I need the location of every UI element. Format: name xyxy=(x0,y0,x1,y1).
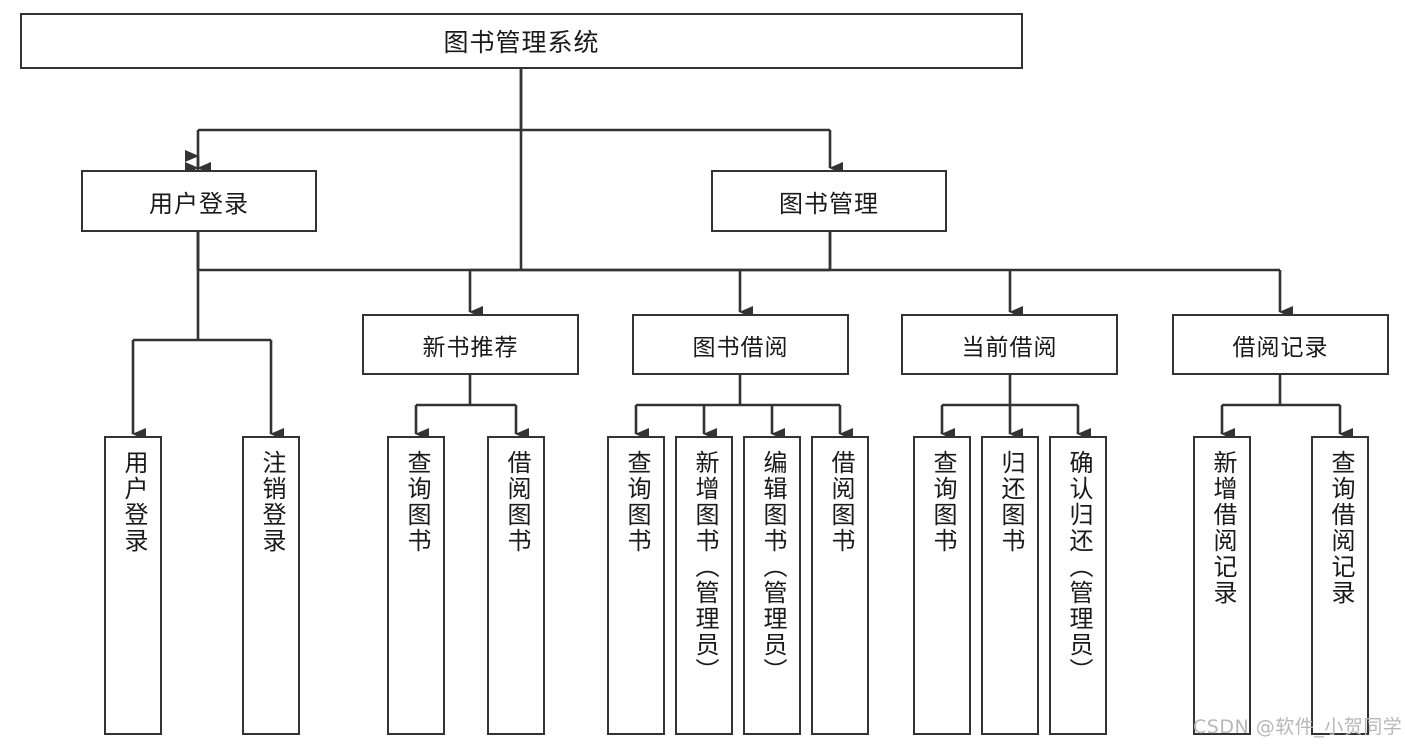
watermark: CSDN @软件_小贺同学 xyxy=(1193,716,1403,738)
node-leaf-confirm-return-label: 确认归还（管理员） xyxy=(1064,450,1093,684)
node-leaf-query-book-2-label: 查询图书 xyxy=(622,450,651,554)
node-leaf-return-book-label: 归还图书 xyxy=(996,450,1025,554)
node-leaf-query-book-3[interactable]: 查询图书 xyxy=(913,436,971,735)
node-current-borrow-label: 当前借阅 xyxy=(961,334,1058,361)
node-leaf-borrow-book-2-label: 借阅图书 xyxy=(826,450,855,554)
node-new-book-recommend[interactable]: 新书推荐 xyxy=(362,314,579,375)
node-book-manage-label: 图书管理 xyxy=(779,189,879,218)
node-root[interactable]: 图书管理系统 xyxy=(20,13,1023,69)
node-current-borrow[interactable]: 当前借阅 xyxy=(901,314,1118,375)
node-leaf-add-record[interactable]: 新增借阅记录 xyxy=(1193,436,1251,735)
node-leaf-add-book[interactable]: 新增图书（管理员） xyxy=(675,436,733,735)
node-borrow-record[interactable]: 借阅记录 xyxy=(1172,314,1389,375)
node-leaf-add-book-label: 新增图书（管理员） xyxy=(690,450,719,684)
node-leaf-query-book-3-label: 查询图书 xyxy=(928,450,957,554)
node-leaf-query-book-1[interactable]: 查询图书 xyxy=(387,436,445,735)
node-leaf-query-book-2[interactable]: 查询图书 xyxy=(607,436,665,735)
node-leaf-return-book[interactable]: 归还图书 xyxy=(981,436,1039,735)
node-root-label: 图书管理系统 xyxy=(443,28,600,57)
node-leaf-borrow-book-2[interactable]: 借阅图书 xyxy=(811,436,869,735)
node-leaf-edit-book-label: 编辑图书（管理员） xyxy=(758,450,787,684)
node-leaf-confirm-return[interactable]: 确认归还（管理员） xyxy=(1049,436,1107,735)
node-leaf-logout[interactable]: 注销登录 xyxy=(242,436,300,735)
node-leaf-user-login-label: 用户登录 xyxy=(119,450,148,554)
node-leaf-add-record-label: 新增借阅记录 xyxy=(1208,450,1237,606)
node-user-login-label: 用户登录 xyxy=(149,189,249,218)
node-leaf-borrow-book-1[interactable]: 借阅图书 xyxy=(487,436,545,735)
node-leaf-query-book-1-label: 查询图书 xyxy=(402,450,431,554)
node-book-borrow-label: 图书借阅 xyxy=(692,334,789,361)
node-book-borrow[interactable]: 图书借阅 xyxy=(632,314,849,375)
node-borrow-record-label: 借阅记录 xyxy=(1232,334,1329,361)
node-leaf-user-login[interactable]: 用户登录 xyxy=(104,436,162,735)
node-leaf-query-record[interactable]: 查询借阅记录 xyxy=(1311,436,1369,735)
node-leaf-query-record-label: 查询借阅记录 xyxy=(1326,450,1355,606)
node-user-login[interactable]: 用户登录 xyxy=(81,170,317,232)
node-leaf-logout-label: 注销登录 xyxy=(257,450,286,554)
node-leaf-edit-book[interactable]: 编辑图书（管理员） xyxy=(743,436,801,735)
node-book-manage[interactable]: 图书管理 xyxy=(711,170,947,232)
node-leaf-borrow-book-1-label: 借阅图书 xyxy=(502,450,531,554)
node-new-book-recommend-label: 新书推荐 xyxy=(422,334,519,361)
